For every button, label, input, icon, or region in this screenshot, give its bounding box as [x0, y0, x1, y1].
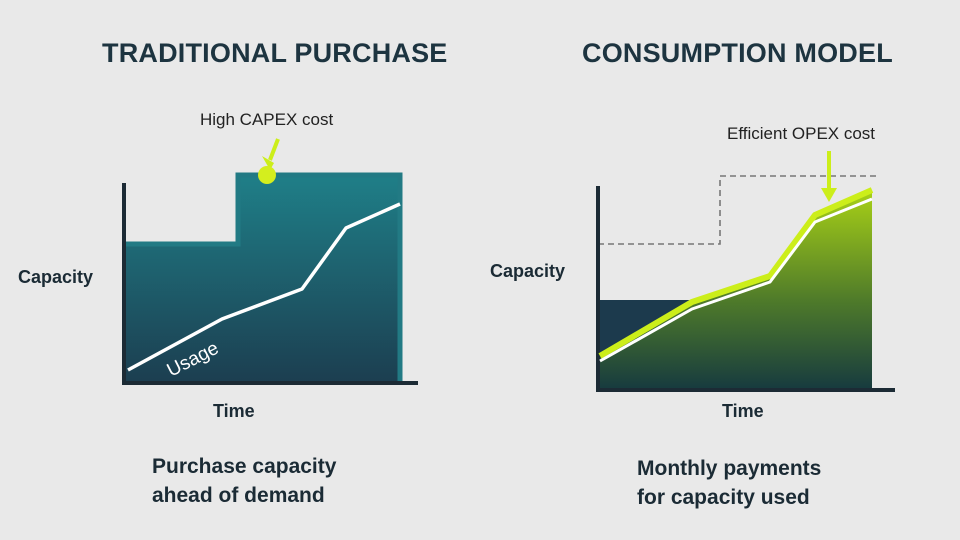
left-y-axis-label: Capacity: [18, 267, 94, 287]
left-caption: Purchase capacity ahead of demand: [152, 452, 336, 510]
capex-arrow-icon: [258, 138, 280, 184]
efficient-opex-label: Efficient OPEX cost: [727, 124, 876, 143]
right-y-axis-label: Capacity: [490, 261, 566, 281]
consumption-model-title: CONSUMPTION MODEL: [582, 38, 893, 68]
left-diagram: Usage: [122, 138, 418, 385]
consumption-lime-line: [598, 187, 874, 359]
right-diagram: [596, 151, 895, 392]
usage-line: [127, 202, 401, 372]
left-x-axis-label: Time: [213, 401, 255, 421]
right-axes: [596, 186, 895, 392]
left-axes: [122, 183, 418, 385]
purchased-capacity-area: [124, 175, 400, 383]
left-caption-line-2: ahead of demand: [152, 484, 325, 507]
right-caption: Monthly payments for capacity used: [637, 454, 821, 512]
right-caption-line-2: for capacity used: [637, 486, 810, 509]
purchase-reference-dashed: [598, 175, 880, 245]
opex-arrow-icon: [821, 151, 837, 202]
traditional-purchase-title: TRADITIONAL PURCHASE: [102, 38, 448, 68]
consumption-usage-line: [599, 197, 873, 363]
purchased-capacity-edge: [124, 172, 403, 383]
high-capex-label: High CAPEX cost: [200, 110, 334, 129]
right-caption-line-1: Monthly payments: [637, 457, 822, 480]
left-caption-line-1: Purchase capacity: [152, 455, 337, 478]
right-x-axis-label: Time: [722, 401, 764, 421]
consumption-area: [598, 193, 872, 390]
